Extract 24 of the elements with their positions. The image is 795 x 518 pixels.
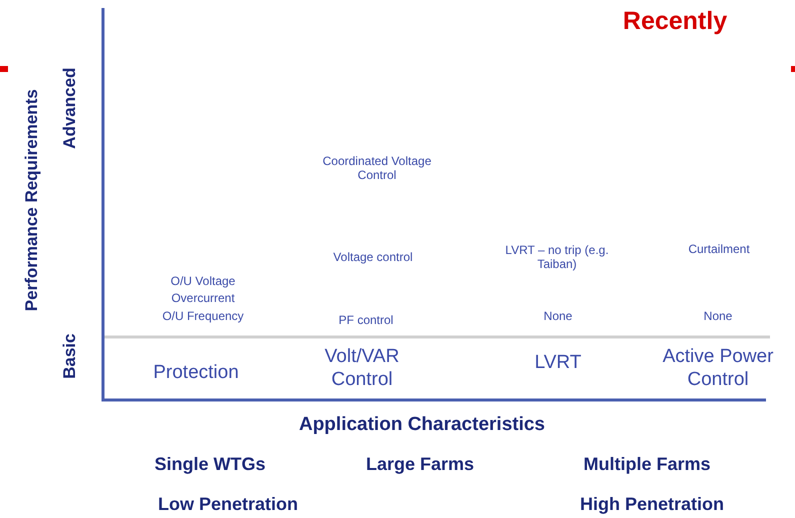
requirement-text: O/U Frequency <box>161 309 245 324</box>
application-label: LVRT <box>534 352 582 374</box>
requirement-text: None <box>542 309 574 324</box>
application-label: Active Power Control <box>662 346 774 392</box>
axis-level-label: Advanced <box>60 66 80 151</box>
axis-title: Application Characteristics <box>298 414 546 436</box>
requirement-text: Voltage control <box>332 250 414 264</box>
axis-title: Performance Requirements <box>22 88 42 314</box>
category-label: Single WTGs <box>153 454 266 476</box>
category-label: High Penetration <box>578 494 725 516</box>
axis-level-label: Basic <box>60 332 80 381</box>
application-label: Volt/VAR Control <box>324 346 400 392</box>
requirement-text: Overcurrent <box>170 291 236 306</box>
requirement-text: PF control <box>338 313 394 328</box>
requirement-text: LVRT – no trip (e.g. Taiban) <box>504 242 610 272</box>
category-label: Low Penetration <box>156 494 299 516</box>
requirement-text: O/U Voltage <box>170 274 236 288</box>
requirement-text: Coordinated Voltage Control <box>322 154 432 182</box>
title: Recently <box>622 6 728 36</box>
requirement-text: None <box>702 309 734 324</box>
category-label: Multiple Farms <box>582 454 712 476</box>
requirement-text: Curtailment <box>687 242 751 256</box>
category-label: Large Farms <box>364 454 476 476</box>
application-label: Protection <box>152 362 240 384</box>
